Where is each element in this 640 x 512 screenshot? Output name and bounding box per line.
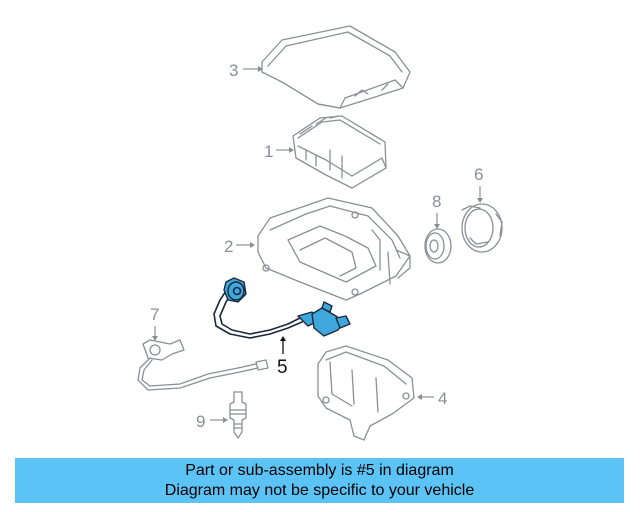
callout-6-label: 6 <box>474 165 483 184</box>
part-1-module <box>292 115 387 189</box>
part-6-clamp <box>461 203 503 253</box>
banner-line-1: Part or sub-assembly is #5 in diagram <box>185 461 454 479</box>
callout-2-arrow <box>250 242 255 248</box>
part-3-cover <box>261 25 411 109</box>
callout-4-label: 4 <box>438 389 447 408</box>
callout-4-arrow <box>417 394 422 400</box>
callout-9-arrow <box>223 417 228 423</box>
callout-2-label: 2 <box>224 237 233 256</box>
info-banner: Part or sub-assembly is #5 in diagram Di… <box>15 458 624 503</box>
part-4-bracket <box>317 345 415 441</box>
part-7-sensor <box>137 339 269 391</box>
part-9-plug <box>229 391 247 439</box>
part-2-housing <box>257 197 411 301</box>
part-5-knock-sensor <box>213 277 351 339</box>
callout-8-arrow <box>434 224 440 229</box>
callout-5-arrow <box>280 336 286 341</box>
banner-line-2: Diagram may not be specific to your vehi… <box>164 481 475 499</box>
callout-1-arrow <box>289 147 294 153</box>
callout-9-label: 9 <box>196 412 205 431</box>
callout-6-arrow <box>477 198 483 203</box>
callout-8-label: 8 <box>432 192 441 211</box>
parts-diagram: 3 1 2 8 6 <box>137 25 503 441</box>
callout-7-label: 7 <box>150 305 159 324</box>
callout-5-label: 5 <box>277 357 288 378</box>
callout-1-label: 1 <box>264 142 273 161</box>
callout-3-label: 3 <box>229 61 238 80</box>
part-8-grommet <box>424 228 452 264</box>
callout-3-arrow <box>258 66 263 72</box>
callout-7-arrow <box>152 336 158 341</box>
